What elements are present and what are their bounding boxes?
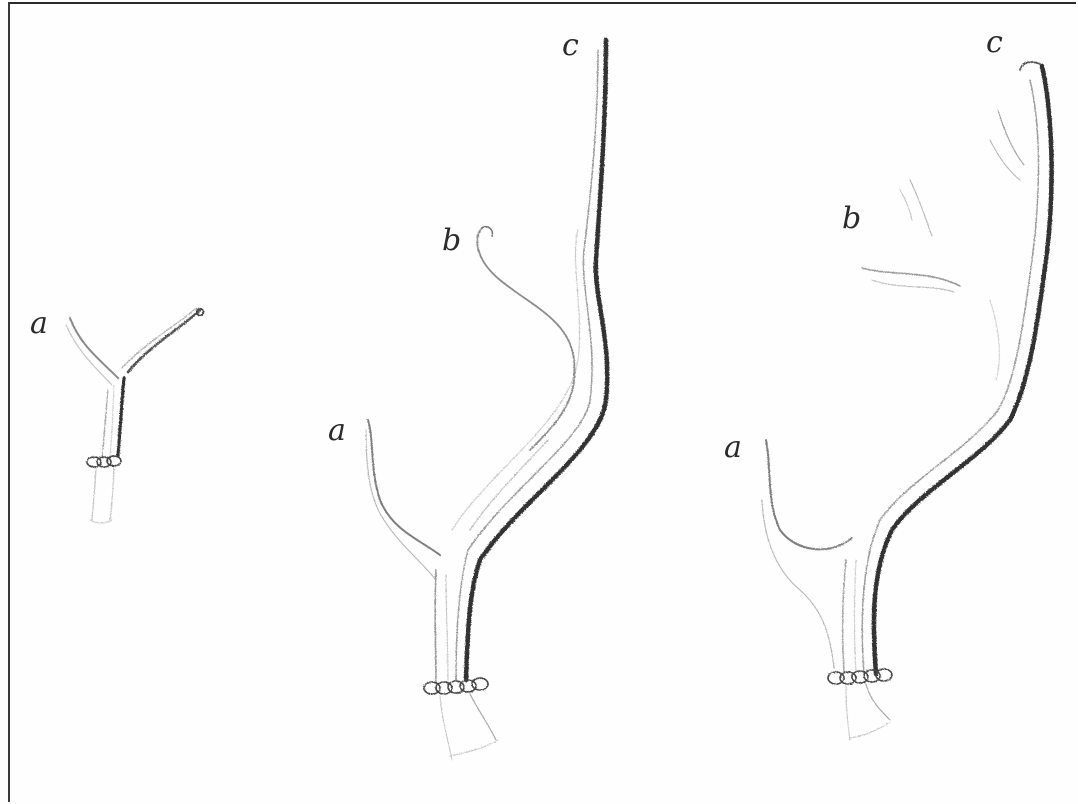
fig-right-label-a: a (724, 430, 742, 465)
fig-right-label-b: b (842, 201, 861, 236)
figure-small-branch (66, 308, 204, 523)
fig-small-label-a: a (30, 306, 48, 341)
fig-middle-label-a: a (328, 413, 346, 448)
figure-right-branch (762, 62, 1052, 740)
fig-middle-label-c: c (562, 28, 579, 63)
fig-middle-label-b: b (442, 223, 461, 258)
figure-middle-branch (366, 40, 607, 760)
fig-right-label-c: c (986, 25, 1003, 60)
